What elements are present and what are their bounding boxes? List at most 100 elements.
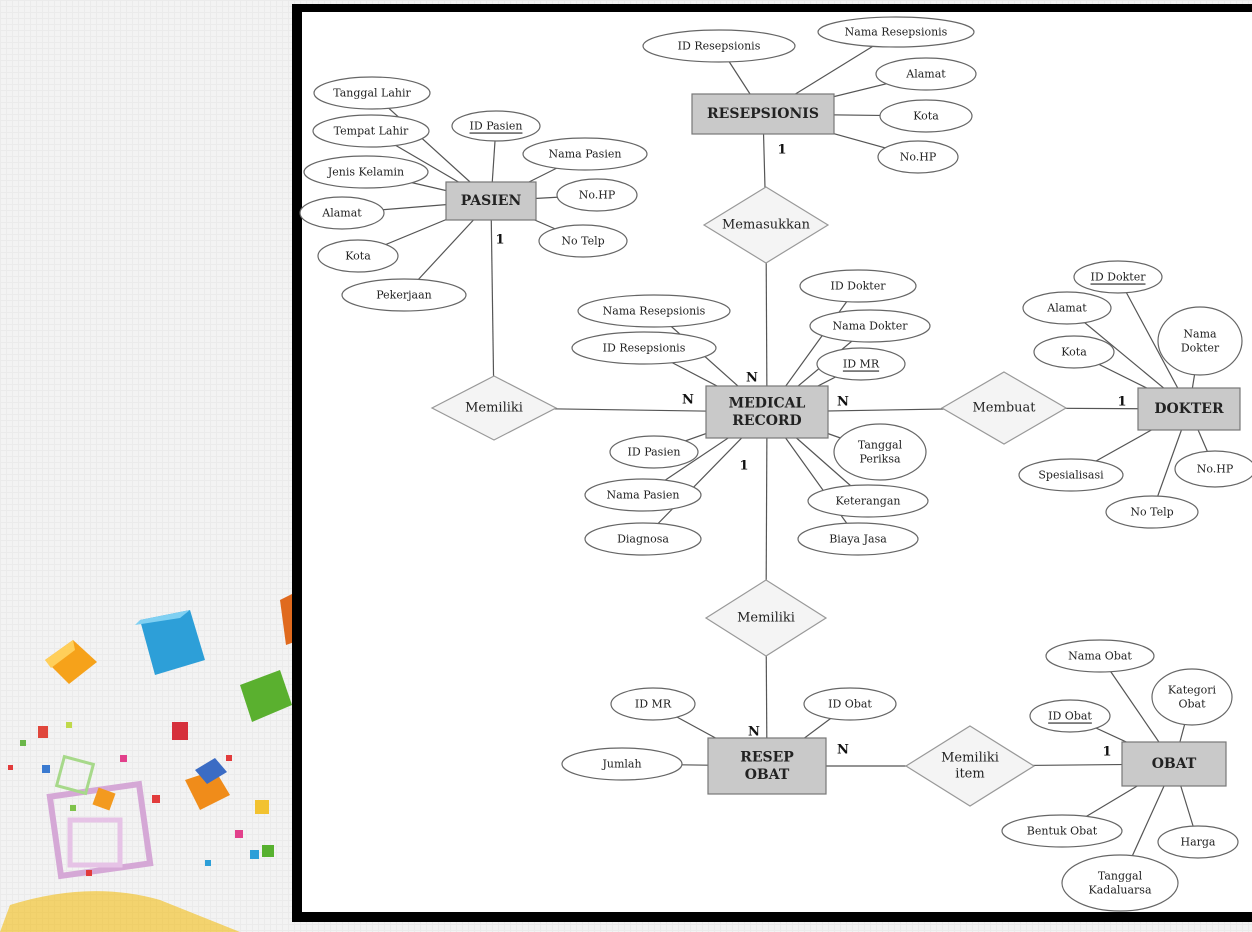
- attribute-a-dok-spes: Spesialisasi: [1018, 458, 1124, 492]
- relationship-memiliki-item: Memiliki item: [904, 725, 1036, 807]
- attribute-a-pas-kota: Kota: [317, 239, 399, 273]
- attribute-a-mr-biaya: Biaya Jasa: [797, 522, 919, 556]
- attribute-a-pas-nama: Nama Pasien: [522, 137, 648, 171]
- entity-label: PASIEN: [461, 193, 522, 209]
- attribute-a-ob-bentuk: Bentuk Obat: [1001, 814, 1123, 848]
- attribute-label: ID MR: [843, 358, 880, 371]
- entity-resep-obat: RESEP OBAT: [707, 737, 827, 795]
- attribute-label: Nama Dokter: [833, 320, 909, 333]
- relationship-diamond: [704, 579, 828, 657]
- relationship-label: item: [955, 767, 984, 782]
- attribute-ellipse: [803, 687, 897, 721]
- attribute-label: Jenis Kelamin: [327, 166, 404, 179]
- attribute-a-dok-kota: Kota: [1033, 335, 1115, 369]
- attribute-label: Dokter: [1181, 341, 1220, 354]
- attribute-label: No.HP: [579, 189, 616, 202]
- attribute-ellipse: [1033, 335, 1115, 369]
- attribute-ellipse: [341, 278, 467, 312]
- attribute-label: Alamat: [905, 68, 946, 81]
- attribute-ellipse: [561, 747, 683, 781]
- attribute-ellipse: [571, 331, 717, 365]
- attribute-label: Obat: [1178, 697, 1206, 710]
- attribute-a-res-id: ID Resepsionis: [642, 29, 796, 63]
- attribute-ellipse: [1022, 291, 1112, 325]
- relationship-label: Memiliki: [941, 750, 999, 765]
- attribute-a-pas-tgl: Tanggal Lahir: [313, 76, 431, 110]
- attribute-a-dok-nohp: No.HP: [1174, 450, 1252, 488]
- attribute-a-dok-alamat: Alamat: [1022, 291, 1112, 325]
- attribute-a-dok-notelp: No Telp: [1105, 495, 1199, 529]
- attribute-a-pas-tempat: Tempat Lahir: [312, 114, 430, 148]
- attribute-label: No Telp: [561, 235, 604, 248]
- attribute-label: Bentuk Obat: [1027, 825, 1098, 838]
- attribute-label: Kota: [345, 250, 371, 263]
- attribute-ellipse: [807, 484, 929, 518]
- attribute-ellipse: [522, 137, 648, 171]
- entity-box: [445, 181, 537, 221]
- attribute-label: ID Resepsionis: [603, 342, 686, 355]
- attribute-ellipse: [642, 29, 796, 63]
- entity-box: [1121, 741, 1227, 787]
- cardinality-c-ob-1: 1: [1102, 745, 1111, 760]
- attribute-label: No.HP: [900, 151, 937, 164]
- attribute-label: Pekerjaan: [376, 289, 431, 302]
- attribute-ellipse: [1045, 639, 1155, 673]
- entity-label: RESEP: [740, 749, 794, 765]
- attribute-a-pas-alamat: Alamat: [299, 196, 385, 230]
- entity-label: OBAT: [745, 767, 790, 783]
- entity-box: [707, 737, 827, 795]
- attribute-label: Tanggal Lahir: [333, 87, 411, 100]
- attribute-label: Alamat: [321, 207, 362, 220]
- attribute-a-mr-iddok: ID Dokter: [799, 269, 917, 303]
- attribute-label: Kategori: [1168, 684, 1217, 697]
- attribute-ellipse: [1018, 458, 1124, 492]
- attribute-ellipse: [577, 294, 731, 328]
- attribute-a-mr-ket: Keterangan: [807, 484, 929, 518]
- attribute-ellipse: [809, 309, 931, 343]
- attribute-ellipse: [1061, 854, 1179, 912]
- attribute-label: Tanggal: [858, 439, 903, 452]
- attribute-a-res-nama: Nama Resepsionis: [817, 16, 975, 48]
- attribute-label: Diagnosa: [617, 533, 669, 546]
- attribute-ellipse: [1029, 699, 1111, 733]
- attribute-label: Nama Pasien: [607, 489, 680, 502]
- attribute-ellipse: [609, 435, 699, 469]
- attribute-label: No Telp: [1130, 506, 1173, 519]
- attribute-ellipse: [879, 99, 973, 133]
- attribute-a-res-kota: Kota: [879, 99, 973, 133]
- attribute-ellipse: [816, 347, 906, 381]
- attribute-label: ID Dokter: [1091, 271, 1147, 284]
- cardinality-c-ro-n-right: N: [837, 743, 849, 758]
- entity-label: RECORD: [732, 413, 801, 429]
- attribute-ellipse: [875, 57, 977, 91]
- entity-box: [705, 385, 829, 439]
- attribute-label: ID Resepsionis: [678, 40, 761, 53]
- attribute-a-dok-id: ID Dokter: [1073, 260, 1163, 294]
- attribute-a-pas-id: ID Pasien: [451, 110, 541, 142]
- attribute-ellipse: [584, 522, 702, 556]
- attribute-label: Nama Resepsionis: [603, 305, 706, 318]
- attribute-label: Nama Obat: [1068, 650, 1132, 663]
- attribute-a-ob-harga: Harga: [1157, 825, 1239, 859]
- attribute-a-pas-jk: Jenis Kelamin: [303, 155, 429, 189]
- attribute-ellipse: [797, 522, 919, 556]
- attribute-label: ID Obat: [828, 698, 872, 711]
- attribute-ellipse: [610, 687, 696, 721]
- entity-obat: OBAT: [1121, 741, 1227, 787]
- attribute-connector: [1117, 276, 1190, 410]
- attribute-label: Keterangan: [836, 495, 901, 508]
- attribute-ellipse: [299, 196, 385, 230]
- attribute-a-mr-namares: Nama Resepsionis: [577, 294, 731, 328]
- attribute-label: ID Dokter: [831, 280, 887, 293]
- attribute-ellipse: [799, 269, 917, 303]
- relationship-diamond: [940, 371, 1068, 445]
- cardinality-c-mr-n-right: N: [837, 395, 849, 410]
- attribute-label: No.HP: [1197, 463, 1234, 476]
- relationship-memiliki-resep: Memiliki: [704, 579, 828, 657]
- attribute-ellipse: [1157, 825, 1239, 859]
- attribute-a-pas-pekerjaan: Pekerjaan: [341, 278, 467, 312]
- attribute-label: ID Pasien: [470, 120, 523, 133]
